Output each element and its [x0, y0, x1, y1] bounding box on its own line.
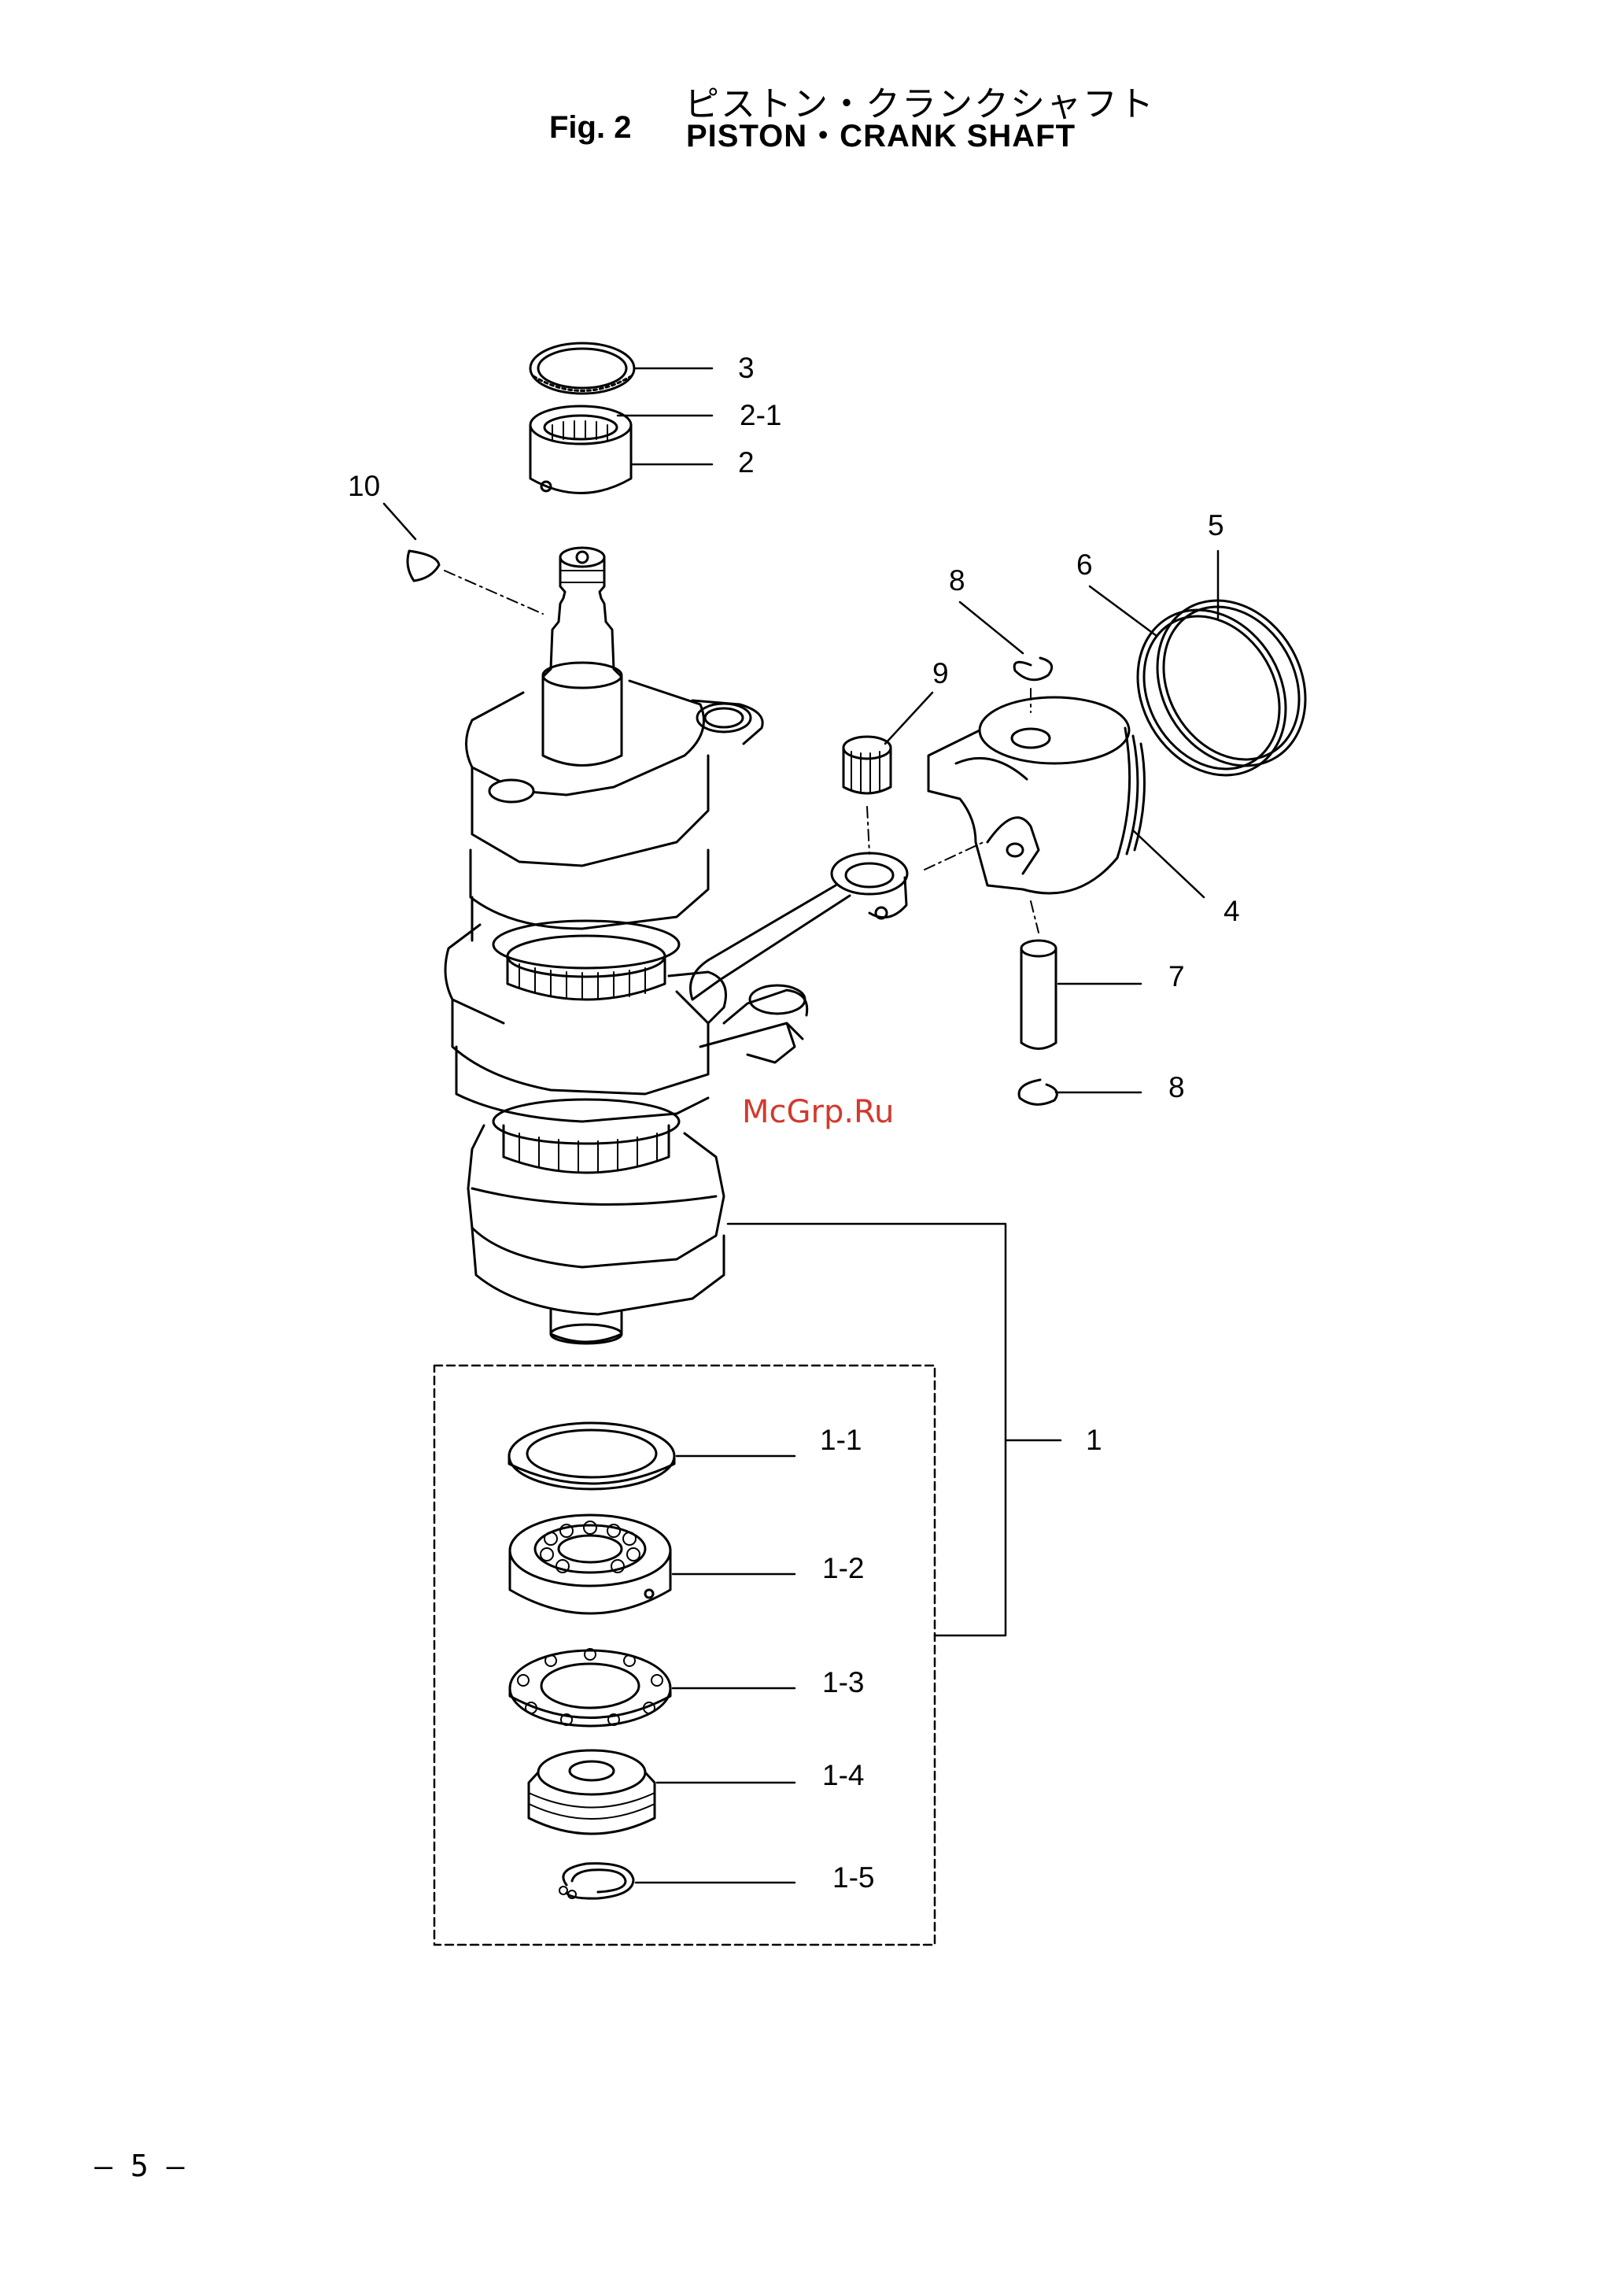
part-10-key-drawing — [408, 551, 439, 581]
part-9-needle-bearing-drawing — [843, 737, 891, 793]
callout-3: 3 — [738, 352, 755, 384]
part-1-1-washer-drawing — [509, 1423, 674, 1489]
callout-1-3: 1-3 — [822, 1666, 864, 1698]
callout-10: 10 — [348, 470, 380, 502]
callout-1-4: 1-4 — [822, 1759, 864, 1791]
part-2-bearing-drawing — [530, 406, 631, 493]
callout-9: 9 — [932, 657, 949, 689]
part-5-6-piston-rings-drawing — [1109, 574, 1334, 803]
crankshaft-drawing — [445, 548, 762, 1343]
callout-5: 5 — [1208, 509, 1224, 541]
part-7-piston-pin-drawing — [1021, 941, 1056, 1049]
callout-1-2: 1-2 — [822, 1552, 864, 1584]
callout-6: 6 — [1076, 549, 1093, 581]
part-8-circlip-upper-drawing — [1014, 658, 1052, 680]
callout-1: 1 — [1086, 1424, 1102, 1456]
callout-8-lower: 8 — [1168, 1071, 1185, 1103]
callout-7: 7 — [1168, 960, 1185, 992]
callout-4: 4 — [1224, 895, 1240, 927]
callout-8-upper: 8 — [949, 564, 965, 597]
callout-2: 2 — [738, 446, 755, 479]
watermark: McGrp.Ru — [742, 1094, 894, 1130]
part-1-2-ball-bearing-drawing — [510, 1515, 670, 1613]
callout-2-1: 2-1 — [740, 399, 781, 431]
connecting-rod-drawing — [691, 853, 908, 1062]
part-3-ring-drawing — [530, 343, 634, 394]
part-1-3-plate-drawing — [510, 1649, 670, 1726]
part-1-5-snap-ring-drawing — [559, 1864, 633, 1898]
part-8-circlip-lower-drawing — [1019, 1080, 1057, 1104]
part-1-4-seal-drawing — [529, 1750, 655, 1834]
page-number: — 5 — — [94, 2149, 184, 2183]
callout-1-1: 1-1 — [820, 1424, 862, 1456]
part-4-piston-drawing — [928, 697, 1145, 893]
callout-1-5: 1-5 — [832, 1861, 874, 1894]
